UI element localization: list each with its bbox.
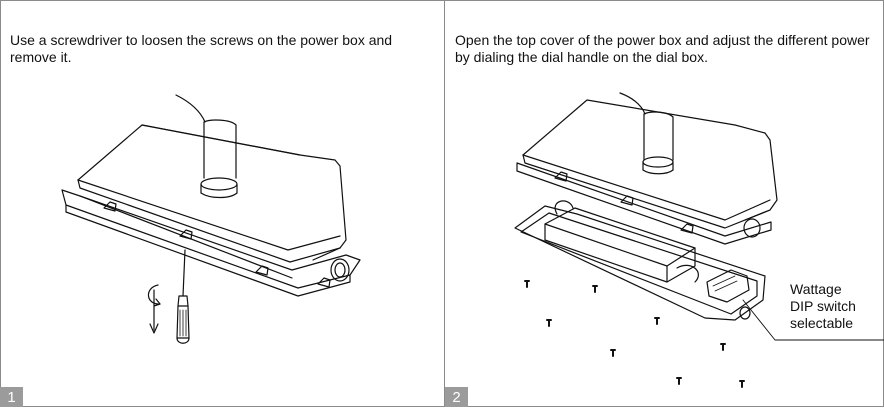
callout-line-2: DIP switch [790,298,856,314]
step-1-instruction: Use a screwdriver to loosen the screws o… [10,32,393,65]
step-2-instruction: Open the top cover of the power box and … [455,32,870,65]
callout-line-1: Wattage [790,281,842,297]
callout-line-3: selectable [790,315,854,331]
step-2-badge: 2 [445,387,468,407]
step-1-panel: Use a screwdriver to loosen the screws o… [0,0,444,407]
panel-divider [444,0,445,407]
step-1-badge: 1 [0,387,23,407]
step-2-panel: Open the top cover of the power box and … [445,0,884,407]
power-box-closed-illustration [61,94,361,344]
power-box-open-illustration [514,92,884,388]
dip-switch-callout: Wattage DIP switch selectable [790,281,856,332]
